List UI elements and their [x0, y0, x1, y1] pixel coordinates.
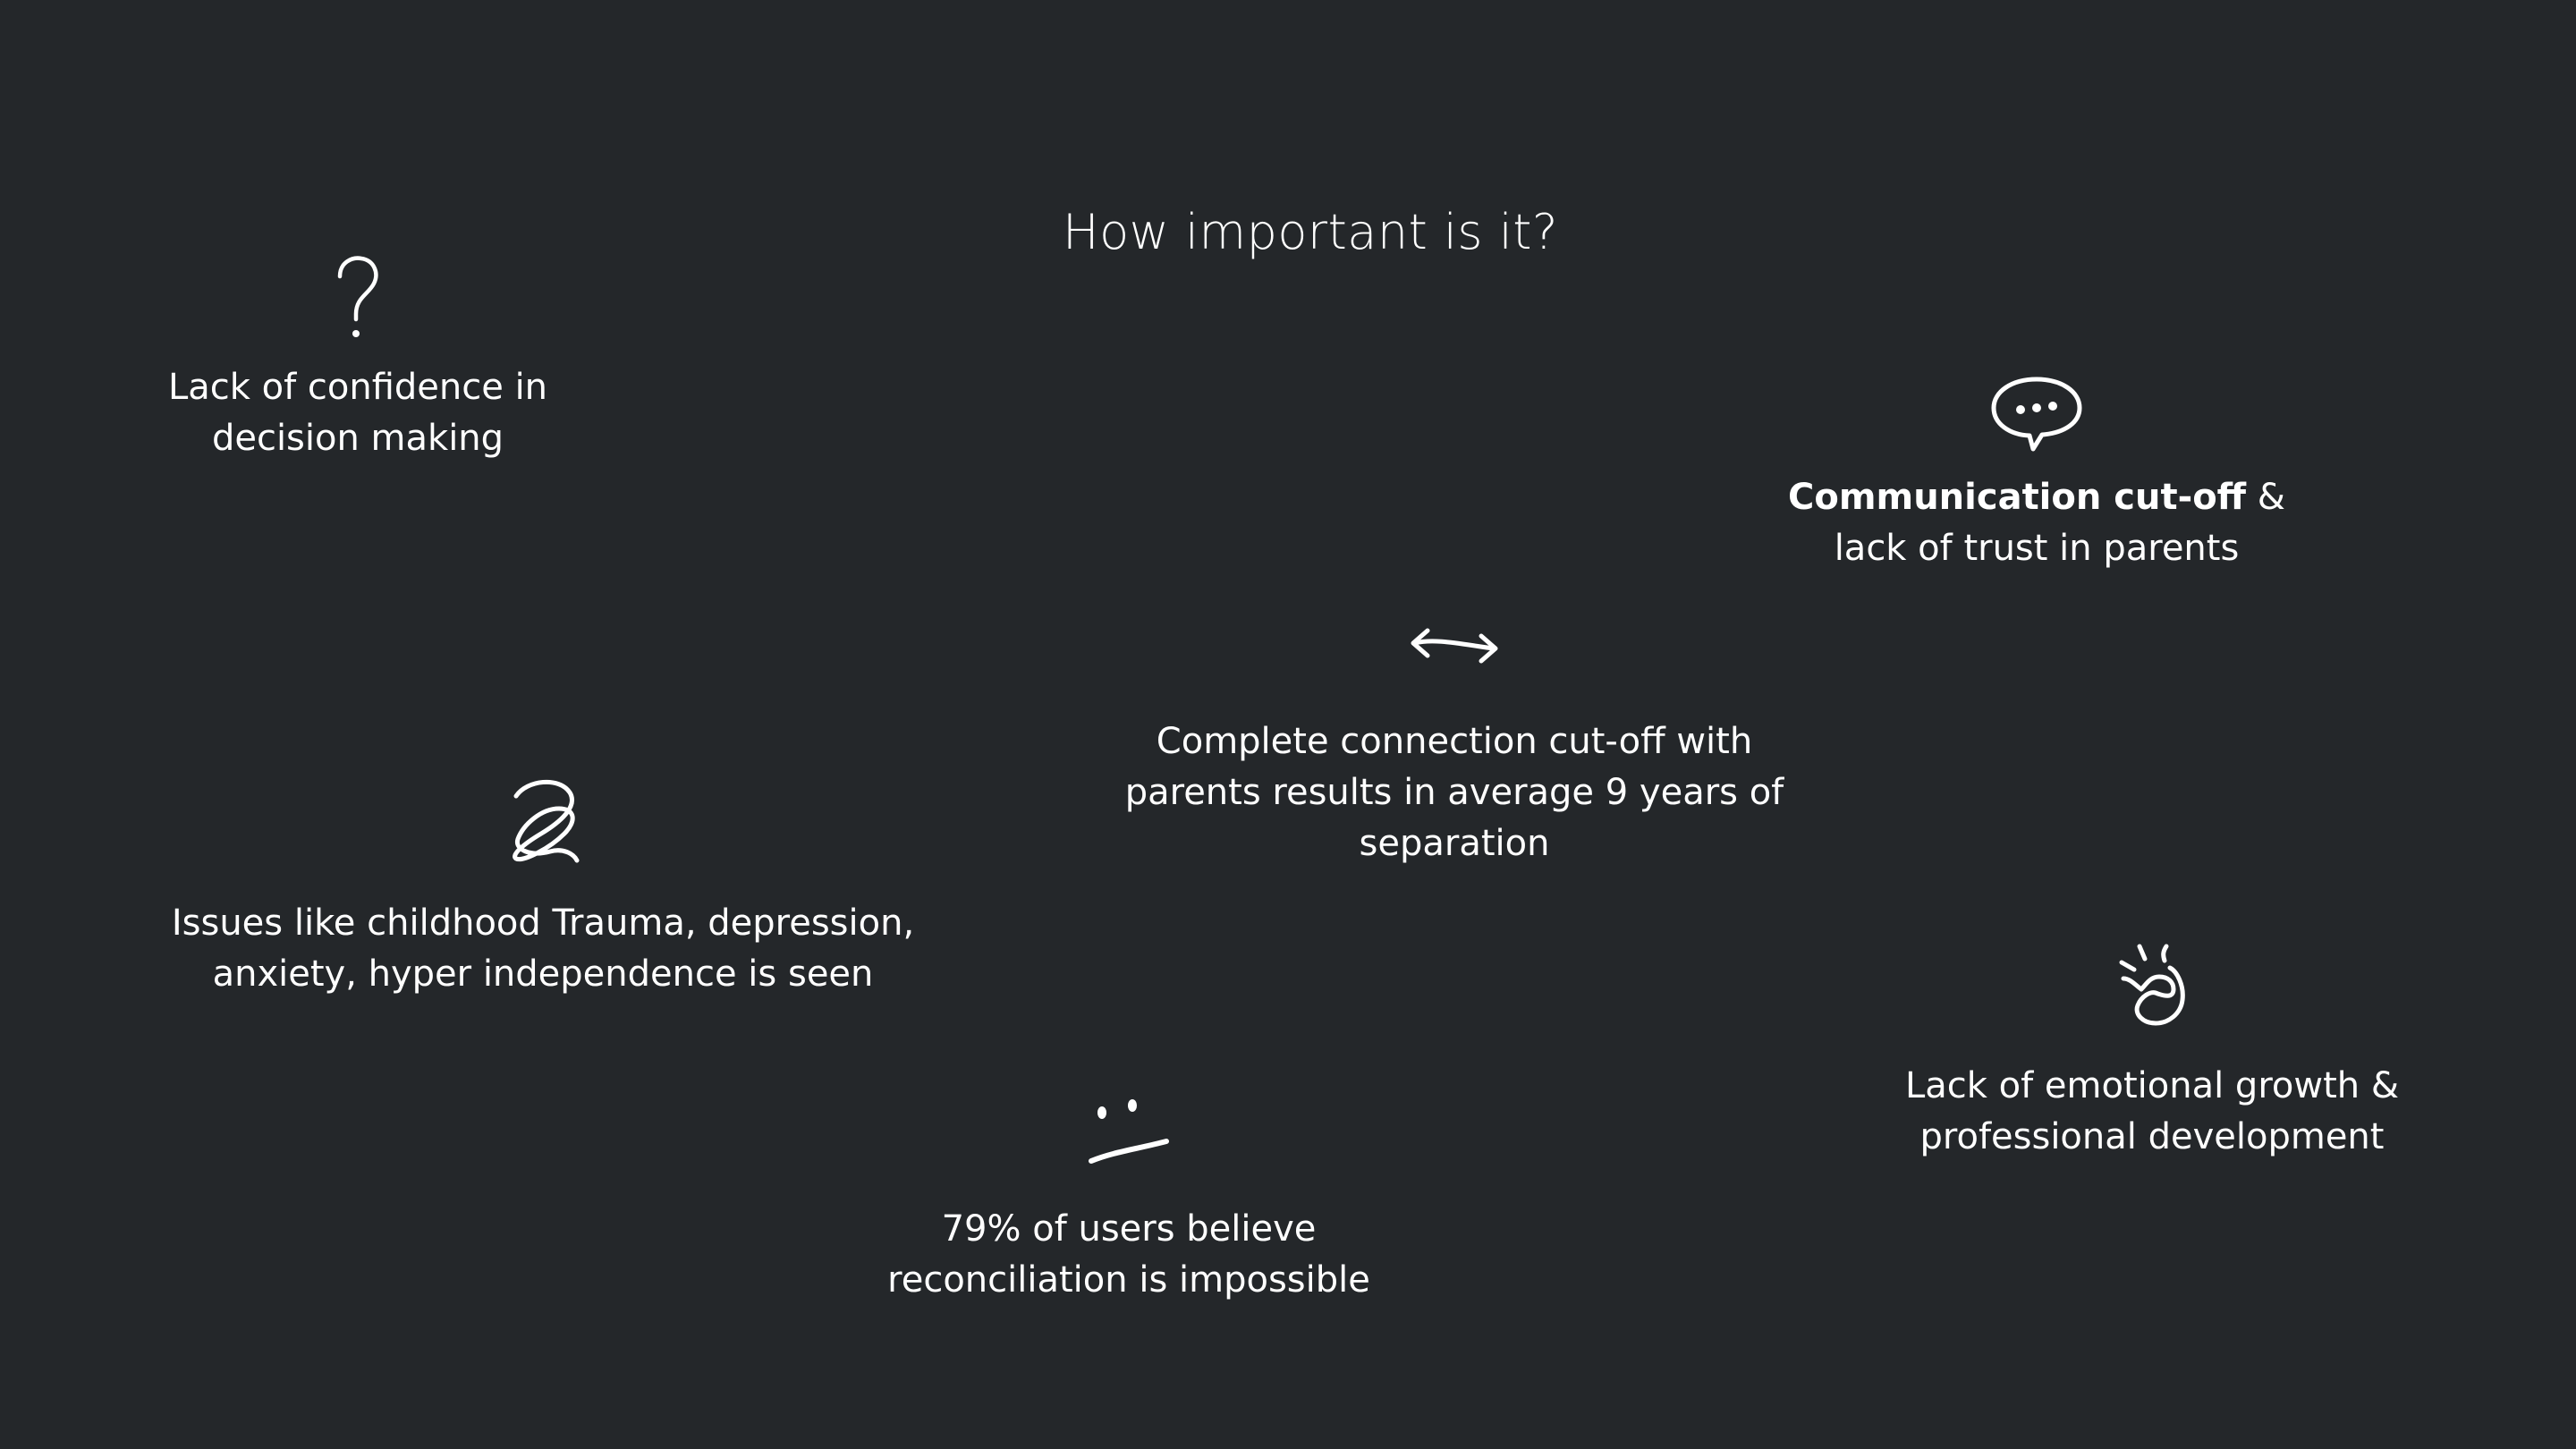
card-text: Complete connection cut-off with parents… — [1124, 721, 1784, 864]
speech-bubble-icon — [1991, 377, 2082, 452]
card-communication: Communication cut-off & lack of trust in… — [1768, 374, 2305, 574]
page-title: How important is it? — [1063, 204, 1559, 260]
card-text: Issues like childhood Trauma, depression… — [171, 902, 915, 995]
card-text: Lack of emotional growth & professional … — [1904, 1065, 2400, 1157]
neutral-face-icon — [1089, 1099, 1169, 1164]
card-trauma: Issues like childhood Trauma, depression… — [140, 776, 945, 1000]
double-arrow-icon — [1411, 628, 1498, 664]
scribble-icon — [513, 779, 580, 863]
question-mark-icon — [337, 256, 378, 337]
heart-hand-icon — [2119, 944, 2185, 1026]
card-reconciliation: 79% of users believe reconciliation is i… — [860, 1097, 1397, 1306]
card-text: 79% of users believe reconciliation is i… — [887, 1208, 1370, 1301]
card-text: Communication cut-off & lack of trust in… — [1788, 477, 2285, 569]
card-connection: Complete connection cut-off with parents… — [1097, 622, 1812, 869]
card-text: Lack of confidence in decision making — [167, 367, 548, 459]
card-growth: Lack of emotional growth & professional … — [1884, 943, 2420, 1163]
card-confidence: Lack of confidence in decision making — [134, 255, 581, 464]
